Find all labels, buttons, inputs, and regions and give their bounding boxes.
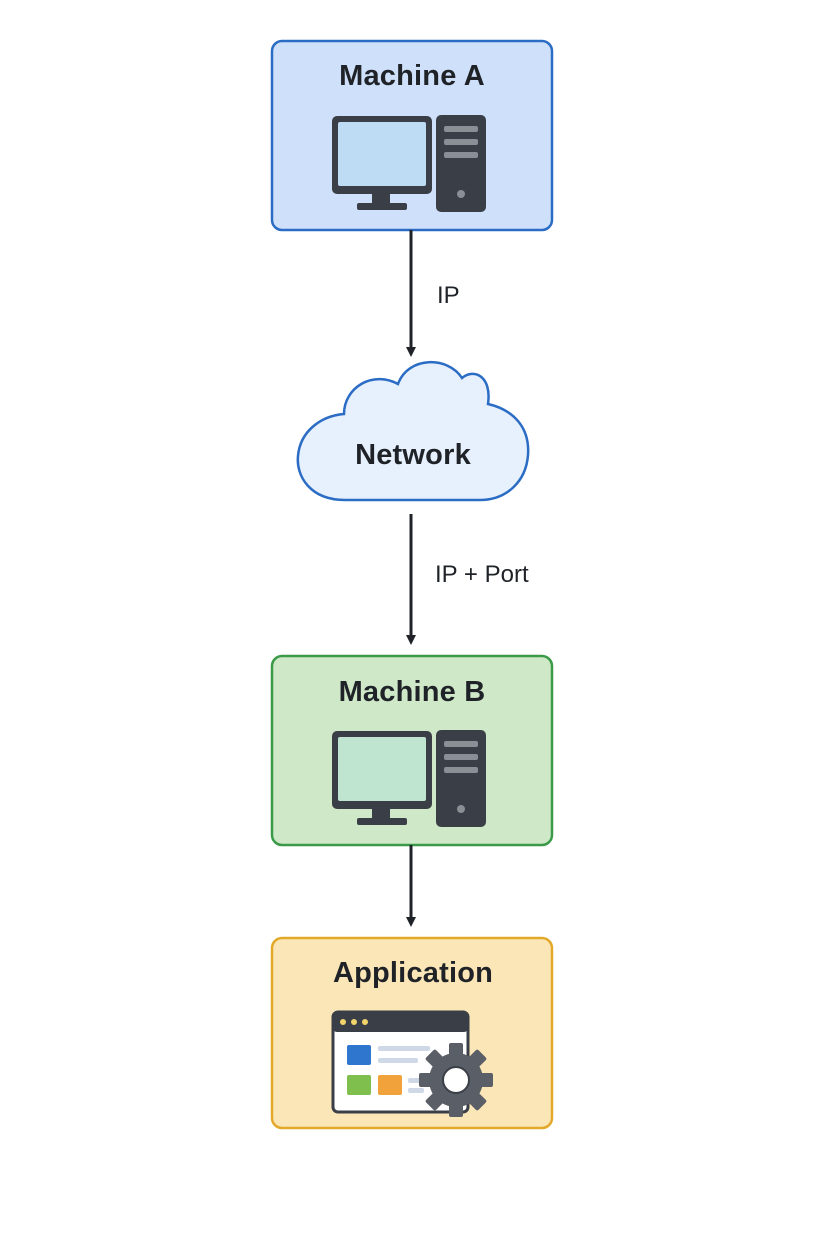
edge-label-ip: IP <box>437 282 460 309</box>
edge-label-ip-port: IP + Port <box>435 561 529 588</box>
application-node[interactable] <box>270 936 554 1130</box>
machine-b-title: Machine B <box>338 676 486 708</box>
gear-icon <box>419 1043 493 1117</box>
application-title: Application <box>332 957 494 989</box>
monitor-icon <box>332 116 432 210</box>
tower-icon <box>436 115 486 212</box>
network-node[interactable] <box>296 361 530 502</box>
network-title: Network <box>355 439 471 471</box>
machine-a-title: Machine A <box>339 60 485 92</box>
cloud-icon <box>296 361 530 502</box>
machine-b-node[interactable] <box>270 654 554 847</box>
monitor-icon <box>332 731 432 825</box>
machine-a-node[interactable] <box>270 39 554 232</box>
tower-icon <box>436 730 486 827</box>
